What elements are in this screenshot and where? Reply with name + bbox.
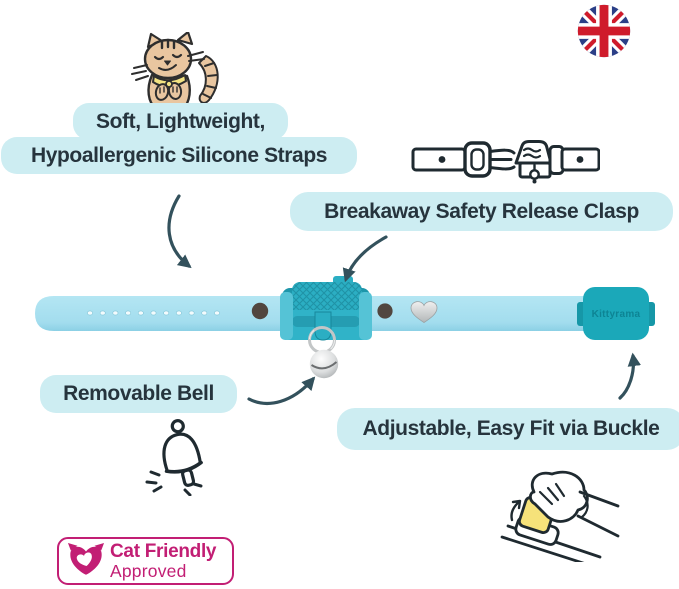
cat-illustration: [131, 32, 219, 111]
collar-clasp: [280, 276, 372, 341]
collar-holes: [87, 310, 220, 316]
hand-adjusting-buckle-sketch-icon: [500, 470, 620, 562]
callout-buckle: Adjustable, Easy Fit via Buckle: [337, 408, 679, 450]
breakaway-clasp-sketch-icon: [411, 140, 600, 184]
callout-bell: Removable Bell: [40, 375, 237, 413]
badge-subtitle: Approved: [110, 560, 187, 581]
callout-clasp: Breakaway Safety Release Clasp: [290, 192, 673, 231]
callout-straps-line1: Soft, Lightweight,: [73, 103, 288, 140]
cat-friendly-badge: Cat Friendly Approved: [57, 537, 234, 585]
collar-brand-label: Kittyrama: [592, 309, 641, 320]
bell-sketch-icon: [145, 419, 203, 496]
cat-friendly-logo-icon: [67, 542, 105, 575]
callout-straps-line2: Hypoallergenic Silicone Straps: [1, 137, 357, 174]
collar-heart-charm: [410, 301, 438, 323]
collar-strap-right: [362, 296, 588, 331]
collar-brand-buckle: Kittyrama: [577, 287, 655, 340]
collar-rivet-left: [251, 302, 269, 320]
uk-flag-icon: [577, 4, 631, 58]
badge-title: Cat Friendly: [110, 540, 217, 562]
collar-bell: [308, 326, 339, 379]
collar-image: Kittyrama: [35, 276, 655, 379]
arrow-to-strap-icon: [167, 194, 192, 269]
collar-rivet-right: [377, 303, 393, 319]
collar-strap-left: [35, 296, 292, 331]
